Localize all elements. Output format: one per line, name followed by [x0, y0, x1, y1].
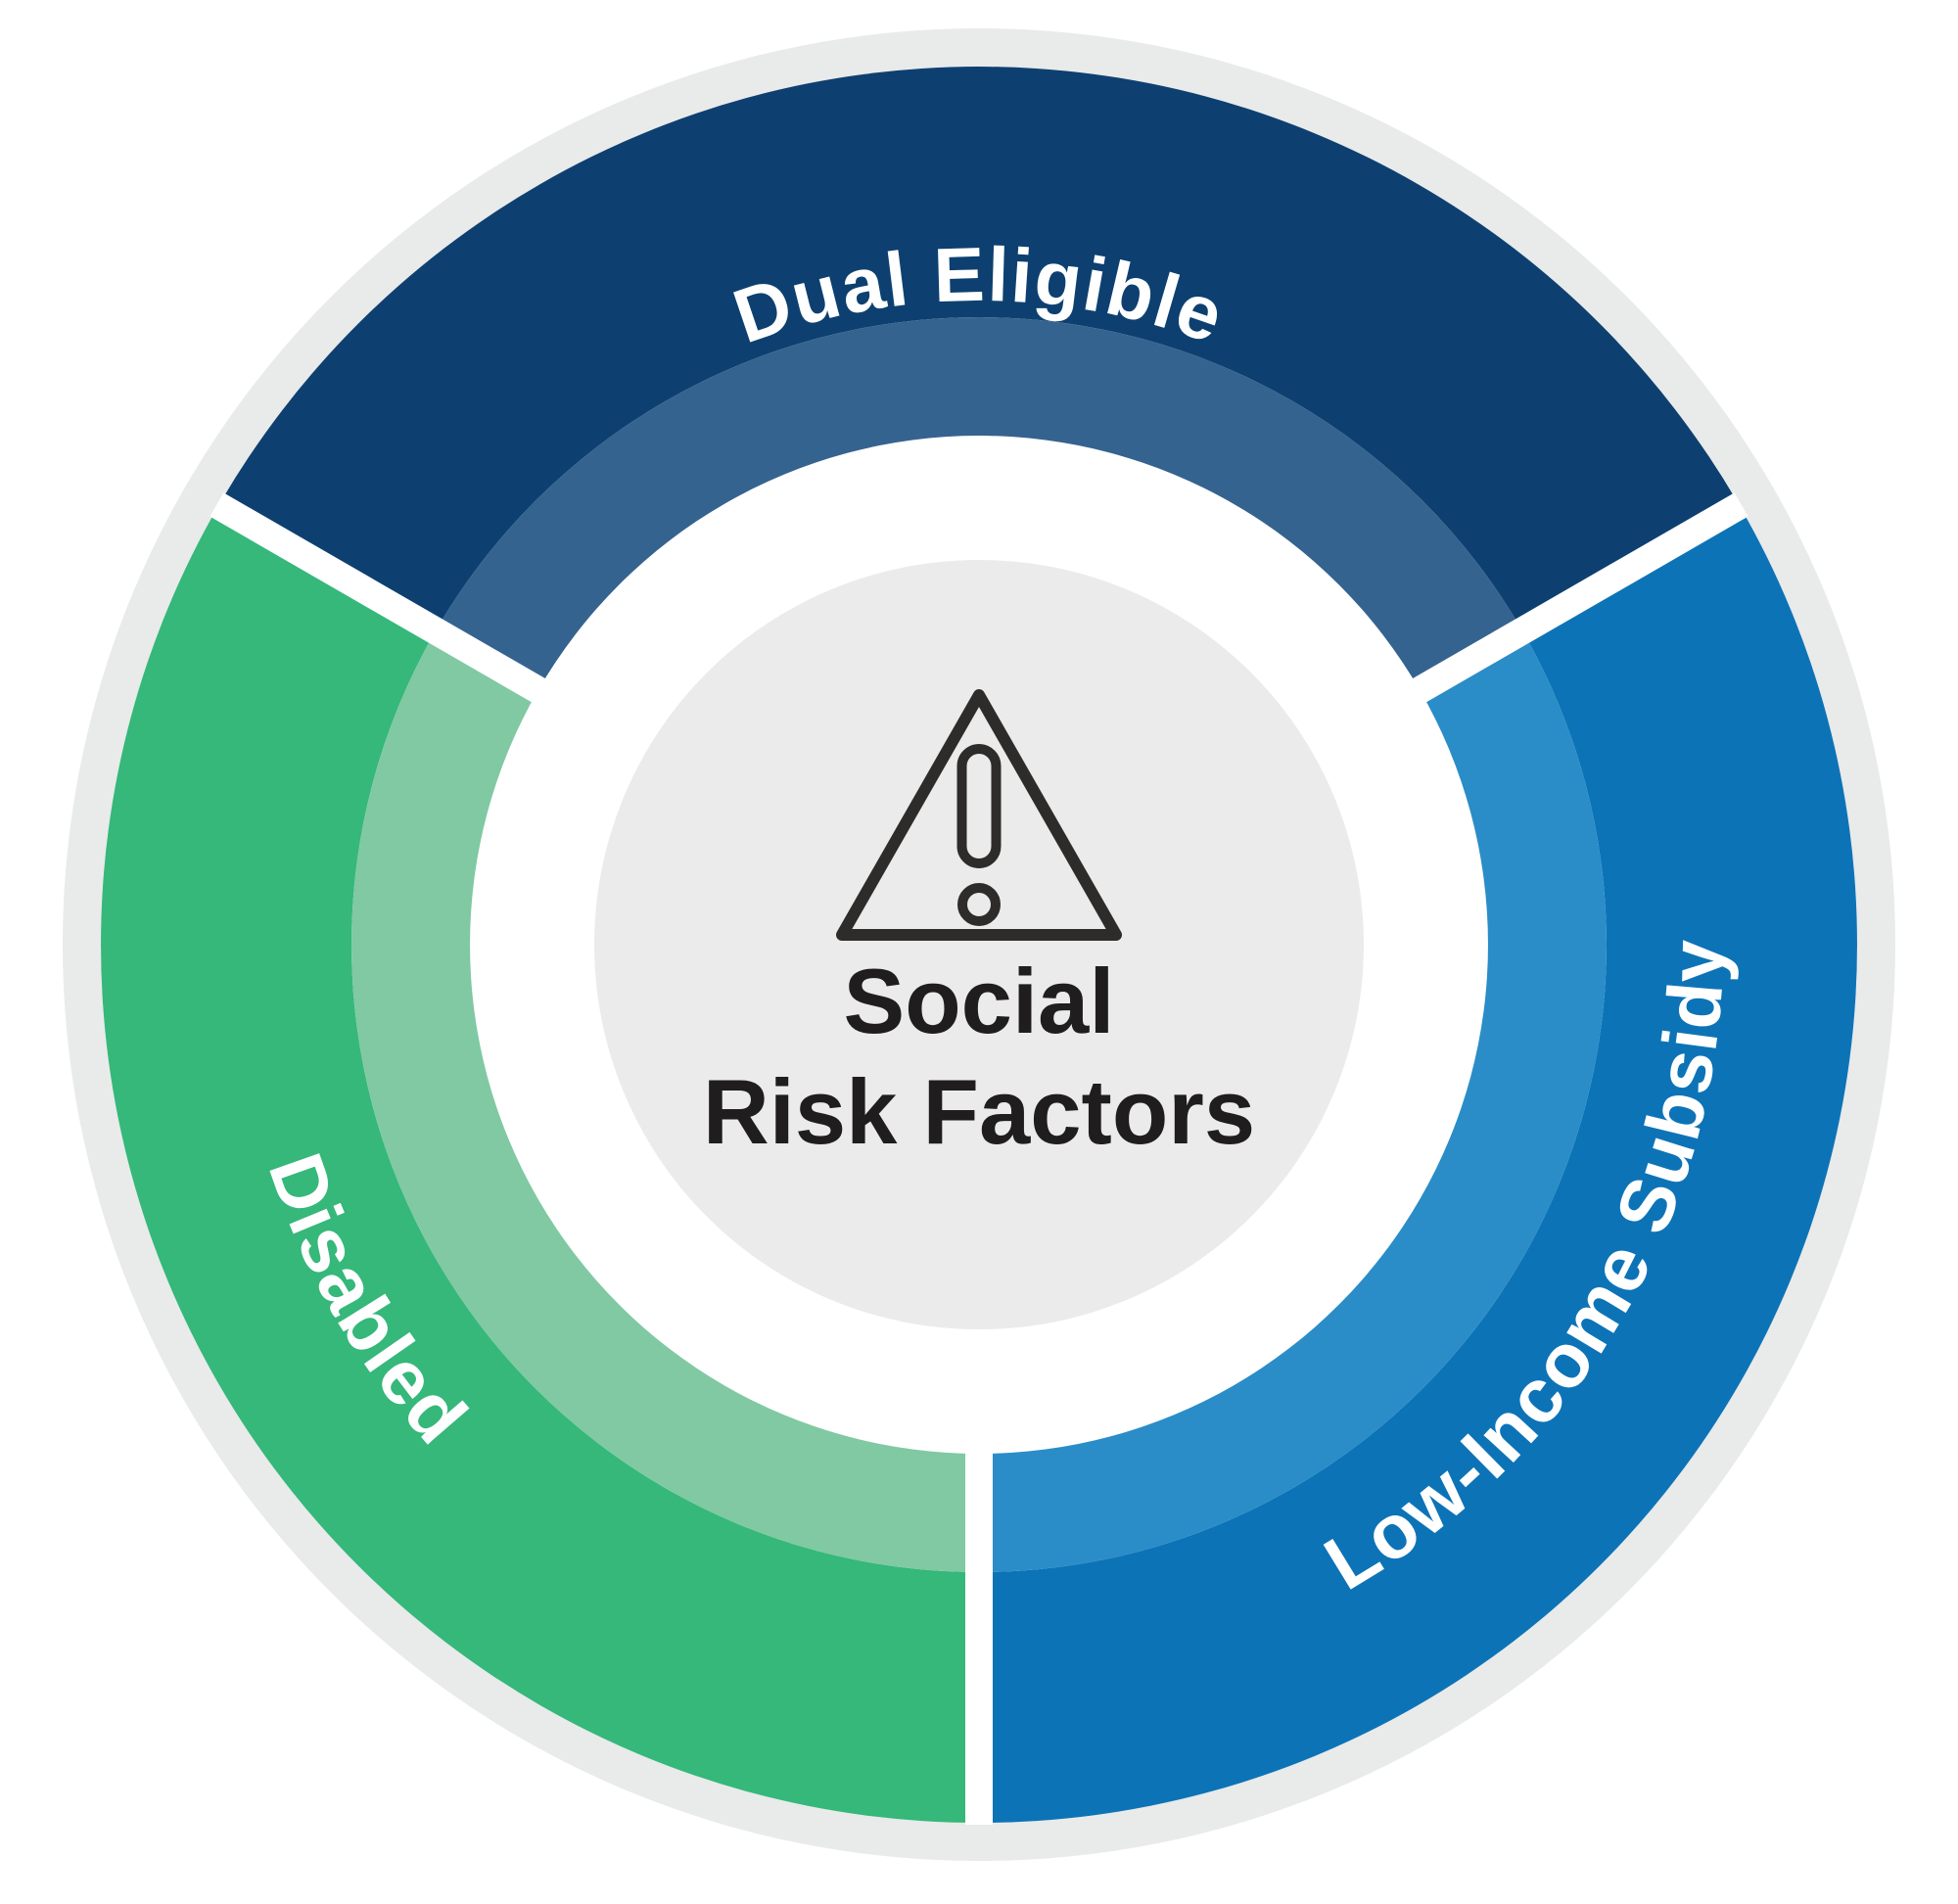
- gap-divider-upper-right: [1400, 492, 1748, 710]
- segment-low-income-subsidy-outer-band: [979, 505, 1857, 1823]
- exclamation-bar: [956, 744, 1002, 868]
- warning-triangle-icon: [836, 689, 1122, 941]
- segment-disabled-inner-band: [351, 630, 979, 1572]
- warning-triangle-outline: [836, 689, 1122, 941]
- gap-divider-upper-left: [210, 492, 558, 710]
- center-title-line1: Social: [844, 950, 1115, 1052]
- segment-gap-dividers: [210, 492, 1748, 1825]
- center-title-line2: Risk Factors: [703, 1060, 1255, 1163]
- segment-disabled-outer-band: [101, 505, 979, 1823]
- exclamation-dot: [957, 883, 1001, 926]
- segment-low-income-subsidy-inner-band: [979, 630, 1607, 1572]
- segment-dual-eligible-inner-band: [435, 317, 1523, 690]
- center-disc: [594, 560, 1364, 1329]
- segment-dual-eligible-outer-band: [218, 67, 1740, 631]
